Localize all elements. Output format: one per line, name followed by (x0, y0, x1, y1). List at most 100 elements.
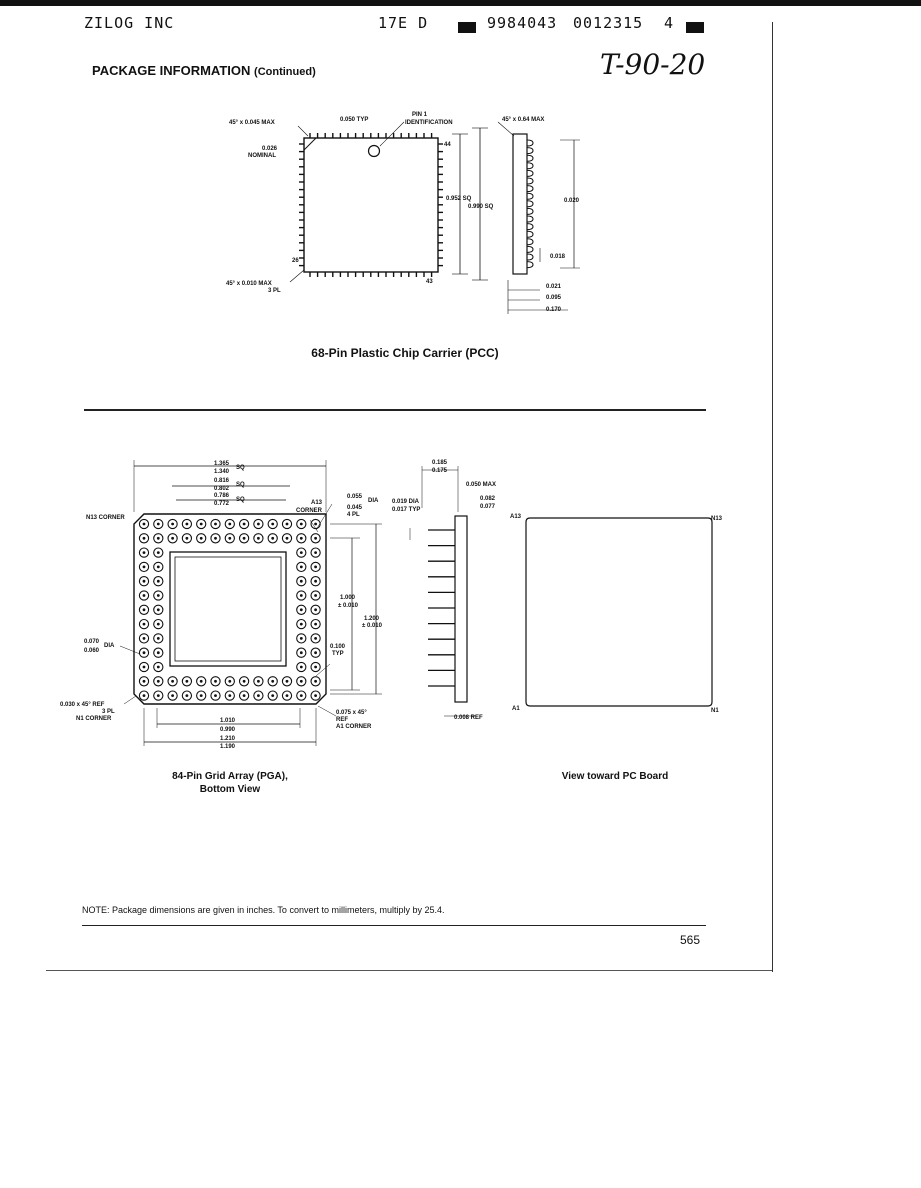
pga-pin (296, 590, 307, 601)
pc-n1-label: N1 (711, 708, 719, 714)
pga-side-dia017-label: 0.017 TYP (392, 507, 420, 513)
pcc-pin1-label: PIN 1 (412, 112, 428, 118)
pga-pin-center (199, 536, 203, 540)
pga-side-leads (428, 529, 455, 687)
pga-side-185-label: 0.185 (432, 460, 448, 466)
header-block-mark (458, 18, 476, 36)
pga-pin (238, 533, 250, 544)
pga-sq1b-label: 1.340 (214, 469, 230, 475)
pcc-side-lead (526, 169, 534, 177)
pga-pin (196, 518, 207, 530)
pga-pin (224, 690, 235, 701)
pga-pin (281, 518, 293, 530)
pga-pin (310, 633, 321, 644)
pga-pin-center (271, 536, 275, 540)
pga-pin (181, 533, 193, 544)
pga-pin-center (199, 694, 203, 697)
pga-pin-center (314, 551, 317, 554)
pga-pin-center (299, 522, 303, 526)
pga-pin-center (228, 522, 232, 526)
pga-1200-label: 1.200 (364, 616, 380, 622)
pcc-pin-c-label: 43 (426, 279, 433, 285)
pcc-side-lead (526, 177, 534, 185)
pga-pin-center (314, 637, 317, 640)
pga-pin (253, 690, 264, 701)
pga-pin-center (271, 522, 275, 526)
pga-cavity-outer (169, 551, 287, 667)
pga-pin (138, 676, 150, 687)
pga-pin-center (314, 536, 317, 540)
pga-1200b-label: ± 0.010 (362, 623, 383, 629)
pga-ref3pl-label: 3 PL (102, 709, 115, 715)
pga-pin (310, 604, 321, 615)
pga-side-body (454, 515, 468, 703)
pga-pin (167, 690, 178, 701)
pga-pin (153, 676, 164, 687)
pga-pin (296, 690, 307, 701)
pga-pin (296, 561, 307, 573)
pga-1210-label: 1.210 (220, 736, 236, 742)
pga-pin-center (214, 679, 217, 683)
pga-pin-center (185, 536, 189, 540)
pga-pin-center (228, 536, 232, 540)
pga-pin (238, 518, 250, 530)
pga-pin-center (214, 694, 217, 697)
pcc-sq-outer-label: 0.990 SQ (468, 204, 494, 210)
header-number-3: 4 (664, 14, 675, 32)
pga-pin (224, 518, 235, 530)
pcc-side-lead (526, 154, 534, 162)
pga-pin (138, 533, 150, 544)
pga-pin (310, 547, 321, 558)
pga-side-ref008-label: 0.008 REF (454, 715, 483, 721)
pga-pin (253, 676, 264, 687)
pga-pin-center (299, 565, 303, 569)
page-bottom-edge (46, 970, 772, 971)
pga-pin-center (156, 522, 160, 526)
pc-a1-label: A1 (512, 706, 520, 712)
pga-pin (281, 676, 293, 687)
pga-pin (153, 533, 164, 544)
pcc-side-lead (526, 147, 534, 155)
pga-caption-2: Bottom View (199, 784, 261, 795)
pcc-top-view: 45° x 0.045 MAX 0.050 TYP PIN 1 IDENTIFI… (226, 112, 494, 294)
pga-pin (296, 633, 307, 644)
pga-pin-center (156, 665, 160, 669)
pga-pin-center (242, 679, 246, 683)
pcc-side-leads (526, 139, 534, 269)
pcc-chamfer (303, 137, 317, 151)
pga-outline (133, 513, 327, 705)
pga-pin (296, 576, 307, 587)
pga-pin-center (156, 679, 160, 683)
pga-pin (138, 661, 150, 673)
pga-pin (138, 618, 150, 630)
pcc-sq-inner-label: 0.952 SQ (446, 196, 472, 202)
pga-pin-center (299, 651, 303, 655)
pc-board-caption: View toward PC Board (561, 771, 669, 782)
pga-a13-label: A13 (311, 500, 323, 506)
pga-pin (224, 676, 235, 687)
pga-refb-label: REF (336, 717, 348, 723)
pga-pin-center (171, 536, 175, 540)
pga-pin (210, 676, 221, 687)
pga-pin (310, 661, 321, 673)
pga-pin-center (142, 594, 146, 597)
pga-pin-center (228, 694, 232, 697)
pga-pin (281, 533, 293, 544)
pga-pin (181, 518, 193, 530)
pga-pin-center (299, 594, 303, 597)
pga-sq3b-label: 0.772 (214, 501, 230, 507)
pga-pin-center (285, 522, 289, 526)
pcc-side-view: 45° x 0.64 MAX 0.020 0.018 0.021 0.095 0… (497, 117, 580, 314)
pga-pin (153, 647, 164, 658)
top-edge-bar (0, 0, 921, 6)
pin1-marker (367, 144, 381, 158)
pcc-side-lead (526, 253, 534, 261)
pga-caption-1: 84-Pin Grid Array (PGA), (172, 771, 288, 782)
pcc-nominal1-label: 0.026 (262, 146, 278, 152)
pga-pin-center (299, 608, 303, 612)
pga-pin (296, 547, 307, 558)
pga-sq1a-label: 1.365 (214, 461, 230, 467)
pga-pin-center (185, 694, 189, 697)
pga-pin (296, 618, 307, 630)
